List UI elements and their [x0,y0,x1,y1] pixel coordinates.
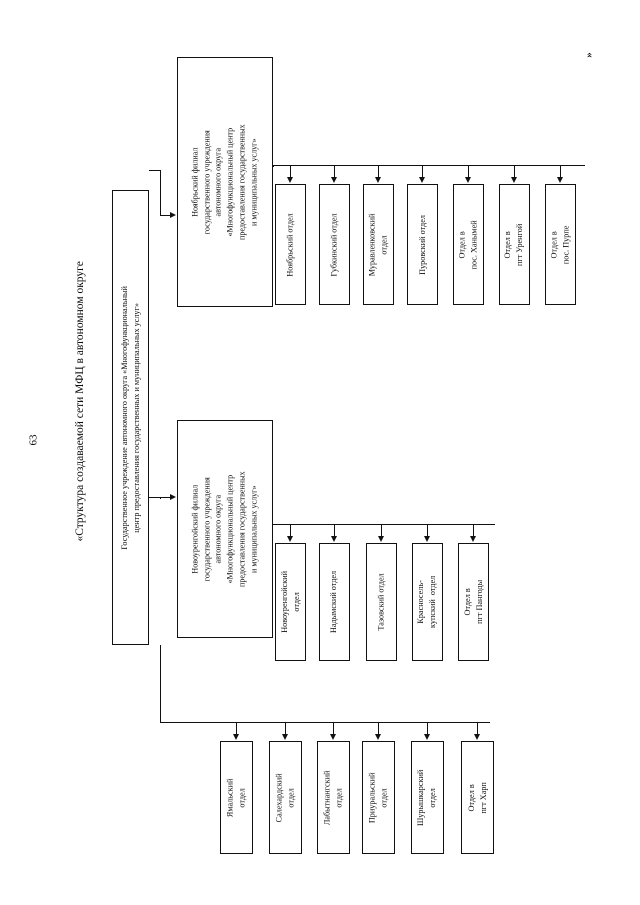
corner-quote-mark: » [575,40,605,70]
direct-child-arrow-3 [330,734,336,740]
leaf-node-box: Лабытнангский отдел [317,741,350,854]
noyabrsk-child-arrow-5 [465,177,471,183]
urengoy-child-drop-3 [381,524,383,537]
leaf-node-box: Приуральский отдел [362,741,395,854]
noyabrsk-child-arrow-3 [375,177,381,183]
noyabrsk-child-drop-2 [334,165,336,178]
leaf-node-label: Отдел в пос. Ханымей [457,219,479,270]
leaf-node-box: Тазовский отдел [366,543,397,661]
urengoy-child-drop-2 [334,524,336,537]
urengoy-child-arrow-1 [287,536,293,542]
leaf-node-box: Шурышкарский отдел [411,741,444,854]
leaf-node-box: Отдел в пос. Пурпе [545,184,576,305]
arrow-root-to-noyabrsk [170,212,176,218]
noyabrsk-child-arrow-1 [287,177,293,183]
root-node-box: Государственное учреждение автономного о… [112,190,149,645]
urengoy-child-arrow-3 [378,536,384,542]
leaf-node-box: Ноябрьский отдел [275,184,306,305]
leaf-node-label: Ноябрьский отдел [285,212,295,277]
urengoy-child-arrow-2 [331,536,337,542]
leaf-node-label: Надымский отдел [329,570,339,634]
leaf-node-label: Новоуренгойский отдел [279,571,301,633]
direct-child-drop-6 [477,722,479,735]
direct-child-drop-3 [333,722,335,735]
leaf-node-box: Пуровский отдел [407,184,438,305]
direct-child-drop-5 [427,722,429,735]
leaf-node-box: Отдел в пгт Уренгой [499,184,530,305]
noyabrsk-child-drop-7 [560,165,562,178]
leaf-node-label: Отдел в пос. Пурпе [549,225,571,264]
leaf-node-box: Отдел в пгт Харп [461,741,494,854]
noyabrsk-children-bus [273,165,585,167]
leaf-node-label: Красносель- купский отдел [416,575,438,629]
connector-root-to-noyabrsk-stem [160,215,172,217]
leaf-node-label: Салехардский отдел [274,773,296,822]
direct-child-arrow-1 [233,734,239,740]
arrow-root-to-urengoy [170,494,176,500]
urengoy-child-drop-4 [427,524,429,537]
leaf-node-label: Ямальский отдел [225,778,247,817]
direct-child-arrow-2 [282,734,288,740]
leaf-node-label: Пуровский отдел [417,214,427,275]
direct-child-arrow-5 [424,734,430,740]
direct-child-arrow-6 [474,734,480,740]
branch-node-novy-urengoy: Новоуренгойский филиал государственного … [177,420,273,638]
leaf-node-label: Отдел в пгт Уренгой [503,223,525,266]
leaf-node-box: Губкинский отдел [319,184,350,305]
direct-child-arrow-4 [375,734,381,740]
connector-root-to-noyabrsk-vertical [160,170,162,216]
leaf-node-box: Новоуренгойский отдел [275,543,306,661]
noyabrsk-child-arrow-7 [557,177,563,183]
urengoy-child-arrow-5 [470,536,476,542]
leaf-node-box: Надымский отдел [319,543,350,661]
direct-child-drop-4 [378,722,380,735]
leaf-node-label: Приуральский отдел [367,772,389,823]
direct-child-drop-1 [236,722,238,735]
urengoy-children-bus [273,524,495,526]
root-node-label: Государственное учреждение автономного о… [119,285,141,550]
noyabrsk-child-drop-5 [468,165,470,178]
leaf-node-label: Тазовский отдел [376,573,386,631]
leaf-node-label: Муравленковский отдел [367,213,389,276]
noyabrsk-child-drop-4 [422,165,424,178]
branch-node-noyabrsk: Ноябрьский филиал государственного учреж… [177,57,273,307]
page-title-text: «Структура создаваемой сети МФЦ в автоно… [73,260,86,542]
leaf-node-label: Лабытнангский отдел [322,770,344,825]
leaf-node-box: Красносель- купский отдел [412,543,443,661]
leaf-node-box: Ямальский отдел [220,741,253,854]
noyabrsk-child-arrow-6 [511,177,517,183]
leaf-node-label: Отдел в пгт Пангоды [462,580,484,624]
noyabrsk-child-arrow-2 [331,177,337,183]
leaf-node-label: Отдел в пгт Харп [466,781,488,814]
direct-children-bus [160,722,490,724]
leaf-node-box: Муравленковский отдел [363,184,394,305]
leaf-node-box: Салехардский отдел [269,741,302,854]
leaf-node-box: Отдел в пгт Пангоды [458,543,489,661]
connector-root-to-direct-vertical [160,645,162,723]
connector-root-to-noyabrsk-horizontal [149,170,161,172]
branch-node-novy-urengoy-label: Новоуренгойский филиал государственного … [190,471,259,587]
leaf-node-box: Отдел в пос. Ханымей [453,184,484,305]
leaf-node-label: Губкинский отдел [329,212,339,277]
urengoy-child-drop-5 [473,524,475,537]
branch-node-noyabrsk-label: Ноябрьский филиал государственного учреж… [190,124,259,240]
noyabrsk-child-drop-6 [514,165,516,178]
leaf-node-label: Шурышкарский отдел [416,769,438,826]
connector-root-to-urengoy-stem [160,497,172,499]
connector-root-to-urengoy-horizontal [149,497,161,499]
noyabrsk-child-arrow-4 [419,177,425,183]
urengoy-child-arrow-4 [424,536,430,542]
corner-quote-text: » [583,52,596,58]
noyabrsk-child-drop-1 [290,165,292,178]
noyabrsk-child-drop-3 [378,165,380,178]
page-number: 63 [14,420,54,460]
direct-child-drop-2 [285,722,287,735]
page-title: «Структура создаваемой сети МФЦ в автоно… [0,261,315,541]
page-number-text: 63 [27,434,40,446]
urengoy-child-drop-1 [290,524,292,537]
